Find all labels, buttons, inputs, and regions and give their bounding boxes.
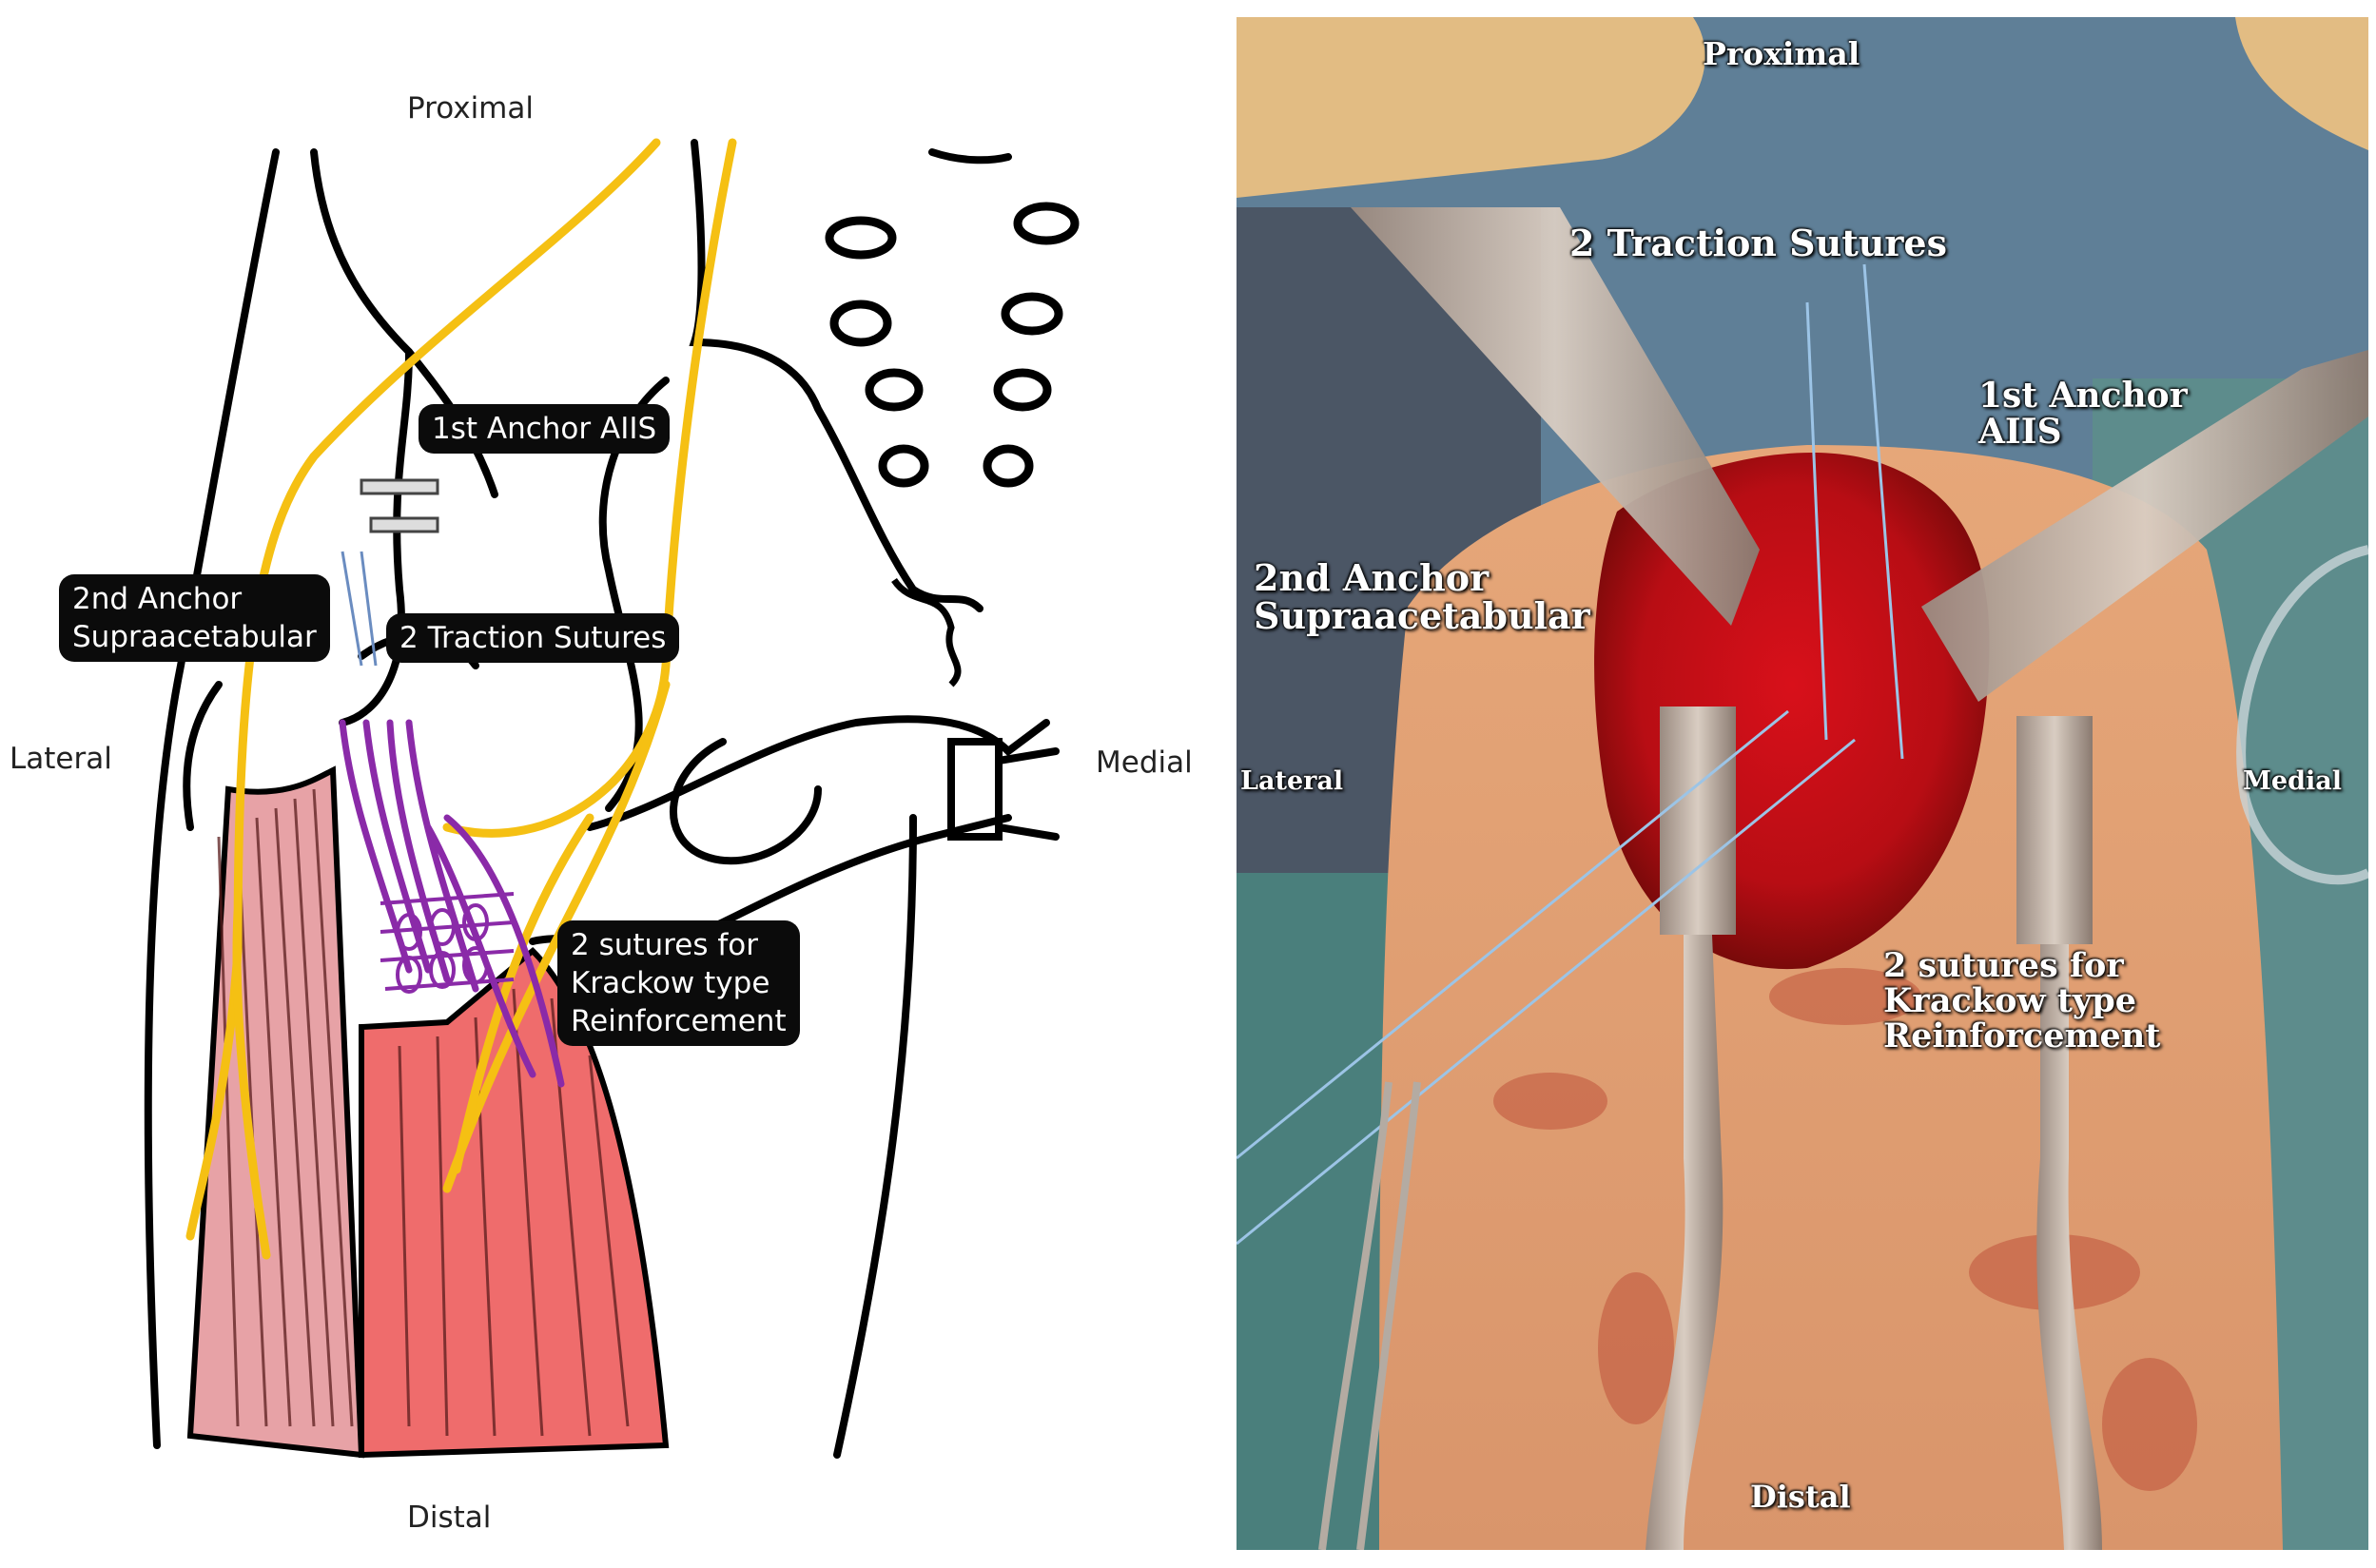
retractor-lower-left [1646,707,1736,1550]
retractor-upper-right [1921,350,2368,702]
krackow-line2: Krackow type [571,966,770,1000]
krackow-line1: 2 sutures for [571,928,758,962]
surgical-photo [1237,17,2368,1550]
photo-label-first-anchor: 1st Anchor AIIS [1978,376,2188,452]
photo-distal-text: Distal [1750,1479,1851,1515]
diagram-label-lateral: Lateral [10,742,112,776]
diagram-label-traction-sutures: 2 Traction Sutures [386,613,680,663]
retractor-lower-right [2016,716,2102,1550]
photo-krackow-line2: Krackow type [1883,980,2137,1020]
photo-label-medial: Medial [2243,766,2342,796]
green-drape-left [1237,873,1408,1550]
diagram-label-krackow: 2 sutures for Krackow type Reinforcement [557,920,800,1046]
retractor-upper-left [1351,207,1760,626]
krackow-line3: Reinforcement [571,1004,787,1038]
diagram-label-medial: Medial [1096,745,1193,780]
tubing [2236,545,2368,885]
glove-top-right [2235,17,2368,150]
photo-first-anchor-line1: 1st Anchor [1978,376,2188,416]
photo-second-anchor-line1: 2nd Anchor [1254,556,1490,599]
blue-sutures [1237,263,1904,1246]
photo-krackow-line1: 2 sutures for [1883,946,2124,985]
photo-lateral-text: Lateral [1240,766,1344,796]
krackow-weave [380,892,515,994]
coccyx-outline [891,577,962,687]
photo-label-proximal: Proximal [1703,35,1860,72]
photo-krackow-line3: Reinforcement [1883,1016,2161,1055]
photo-label-second-anchor: 2nd Anchor Supraacetabular [1254,559,1590,635]
schematic-diagram-panel: Proximal Distal Lateral Medial 1st Ancho… [10,91,1193,1535]
anchor-drawings [341,478,439,667]
photo-label-distal: Distal [1750,1481,1851,1514]
photo-first-anchor-line2: AIIS [1978,411,2062,452]
photo-medial-text: Medial [2243,766,2342,796]
photo-traction-text: 2 Traction Sutures [1569,222,1947,264]
first-anchor-text: 1st Anchor AIIS [432,412,657,446]
surgical-photo-panel: Proximal 2 Traction Sutures 1st Anchor A… [1237,17,2368,1550]
second-anchor-line2: Supraacetabular [72,620,317,654]
photo-proximal-text: Proximal [1703,35,1860,72]
second-anchor-line1: 2nd Anchor [72,582,243,616]
diagram-label-distal: Distal [407,1500,492,1535]
photo-second-anchor-line2: Supraacetabular [1254,593,1590,637]
diagram-label-second-anchor: 2nd Anchor Supraacetabular [59,574,330,662]
photo-label-traction: 2 Traction Sutures [1569,224,1947,262]
sacral-foramina [825,202,1080,488]
diagram-label-first-anchor: 1st Anchor AIIS [419,404,671,454]
schematic-drawing [144,138,1080,1459]
photo-label-lateral: Lateral [1240,766,1344,796]
traction-text: 2 Traction Sutures [399,621,667,655]
glove-top-left [1237,17,1705,198]
photo-label-krackow: 2 sutures for Krackow type Reinforcement [1883,946,2161,1055]
diagram-label-proximal: Proximal [407,91,534,126]
forceps-bottom-left [1318,1081,1421,1550]
